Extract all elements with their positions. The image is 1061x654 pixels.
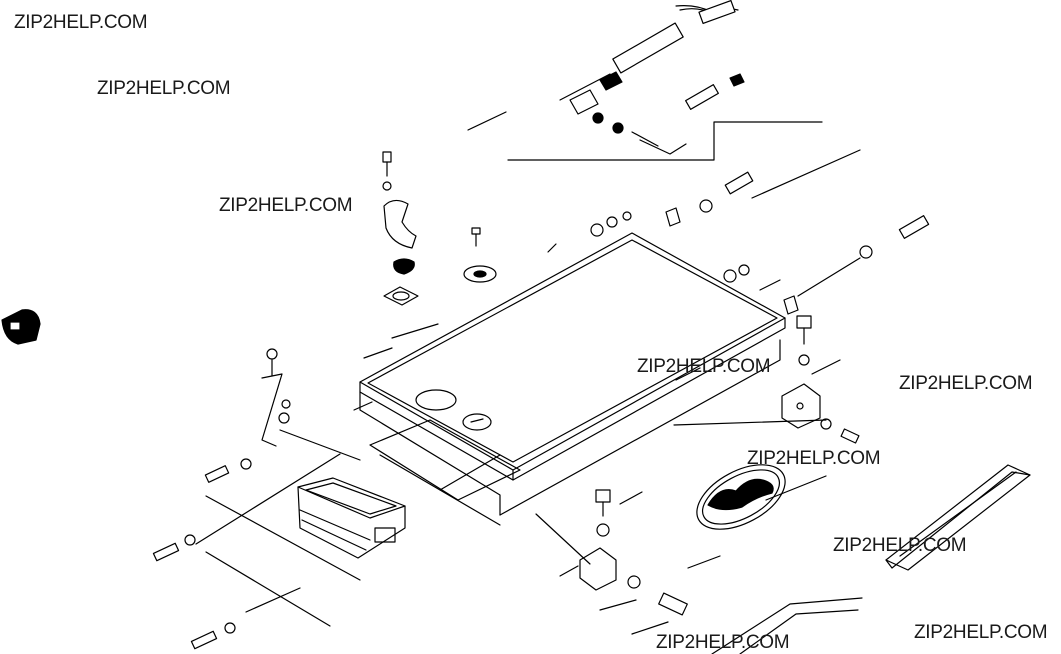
long-tray [885,464,1031,571]
lower-bracket [535,489,688,635]
bucket [297,477,406,559]
center-plate [463,227,497,283]
corner-hardware [590,149,930,315]
watermark-9: ZIP2HELP.COM [656,632,790,653]
lower-frame [359,339,781,526]
watermark-5: ZIP2HELP.COM [899,373,1033,394]
watermark-6: ZIP2HELP.COM [747,448,881,469]
emblem-oval [696,464,786,530]
watermark-2: ZIP2HELP.COM [97,78,231,99]
left-bracket [152,348,361,650]
hose-assembly [467,0,823,161]
watermark-8: ZIP2HELP.COM [914,622,1048,643]
watermark-7: ZIP2HELP.COM [833,535,967,556]
watermark-4: ZIP2HELP.COM [637,356,771,377]
leader-lines [353,243,827,569]
bottom-tray [711,597,863,654]
elbow-stack [382,151,419,306]
main-panel [359,232,786,481]
watermark-1: ZIP2HELP.COM [14,12,148,33]
right-bracket [673,315,860,444]
watermark-3: ZIP2HELP.COM [219,195,353,216]
edge-part [1,309,41,345]
